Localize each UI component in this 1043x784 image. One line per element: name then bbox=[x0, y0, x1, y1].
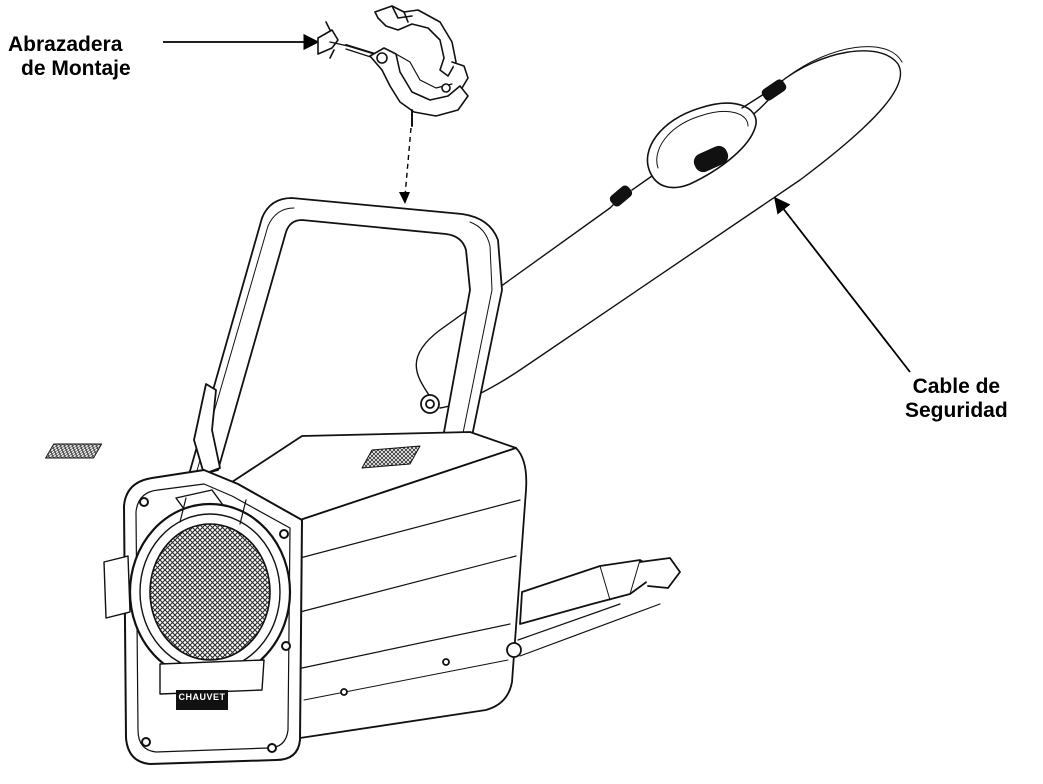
fixture-logo: CHAUVET bbox=[178, 692, 226, 702]
safety-cable-label-line-2: Seguridad bbox=[905, 399, 1008, 422]
safety-cable-label: Cable de Seguridad bbox=[905, 375, 1008, 423]
mounting-clamp-label-line-1: Abrazadera bbox=[8, 33, 123, 56]
mounting-clamp bbox=[317, 5, 469, 127]
safety-cable-label-line-1: Cable de bbox=[912, 375, 1001, 398]
mounting-clamp-label-line-2: de Montaje bbox=[21, 57, 131, 80]
safety-cable-arrow bbox=[774, 196, 911, 373]
mounting-guide-line bbox=[399, 127, 412, 204]
mounting-clamp-label: Abrazadera de Montaje bbox=[8, 33, 131, 81]
safety-cable bbox=[415, 46, 903, 409]
fixture-body bbox=[44, 431, 681, 739]
front-bezel bbox=[103, 469, 303, 765]
